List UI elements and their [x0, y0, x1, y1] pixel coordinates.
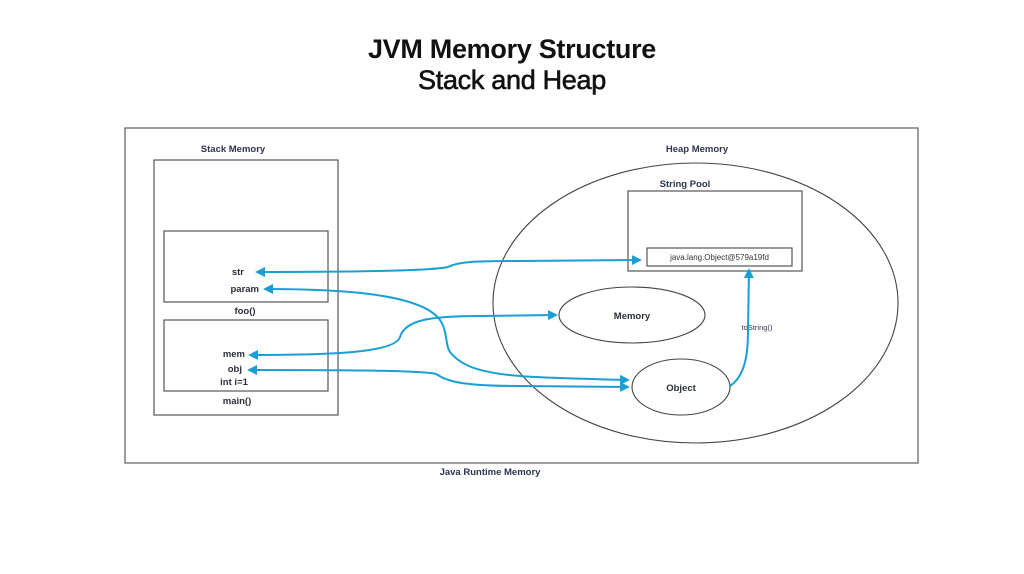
- string-pool-entry: java.lang.Object@579a19fd: [669, 253, 769, 262]
- arrow-obj-to-object: [247, 365, 630, 392]
- foo-frame-label: foo(): [234, 306, 255, 317]
- arrow-object-tostring: [729, 268, 754, 387]
- var-str: str: [232, 267, 244, 278]
- arrow-mem-to-memory: [248, 310, 558, 360]
- var-mem: mem: [223, 349, 245, 360]
- string-pool-label: String Pool: [660, 179, 711, 190]
- string-pool-box: [627, 190, 803, 272]
- arrow-str-to-string-pool: [255, 255, 642, 277]
- main-frame-label: main(): [223, 396, 252, 407]
- java-runtime-memory-label: Java Runtime Memory: [440, 467, 542, 478]
- arrow-param-to-object: [263, 284, 630, 385]
- title-line-2: Stack and Heap: [418, 65, 607, 96]
- heap-memory-label: Heap Memory: [666, 144, 729, 155]
- var-obj: obj: [228, 364, 242, 375]
- heap-memory-ellipse: [492, 162, 899, 444]
- var-param: param: [230, 284, 259, 295]
- var-int-i: int i=1: [220, 377, 248, 388]
- object-label: Object: [666, 383, 696, 394]
- tostring-label: toString(): [742, 323, 773, 332]
- title-line-1: JVM Memory Structure: [367, 34, 657, 64]
- string-pool-entry-box: [646, 247, 793, 267]
- object-ellipse: [631, 358, 731, 416]
- java-runtime-memory-frame: [124, 127, 919, 464]
- stack-memory-label: Stack Memory: [201, 144, 266, 155]
- slide-title: JVM Memory Structure Stack and Heap: [0, 34, 1024, 96]
- memory-object-label: Memory: [614, 311, 651, 322]
